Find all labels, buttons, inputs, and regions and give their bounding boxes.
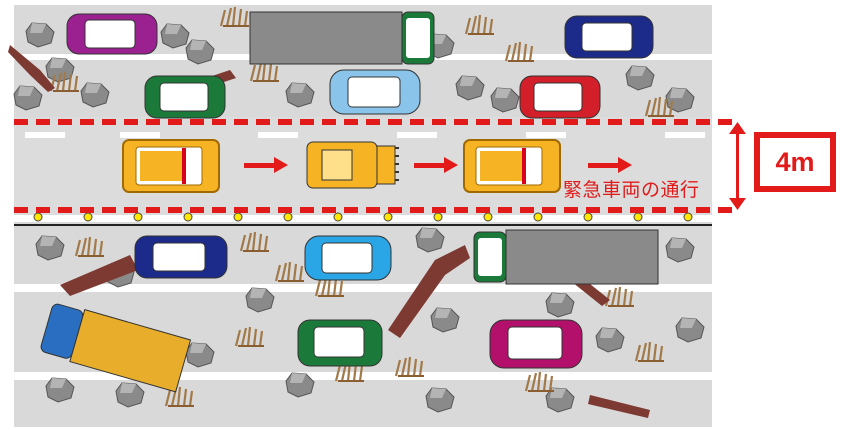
emergency-vehicle-icon	[464, 140, 560, 192]
bulldozer-icon	[307, 142, 399, 188]
emergency-lane-caption: 緊急車両の通行	[563, 175, 700, 202]
emergency-vehicle-icon	[123, 140, 219, 192]
truck-icon	[474, 230, 658, 284]
double-arrow-icon	[729, 122, 746, 210]
lane-width-label: 4m	[775, 147, 814, 178]
truck-icon	[250, 12, 434, 64]
lane-width-box: 4m	[754, 132, 836, 192]
